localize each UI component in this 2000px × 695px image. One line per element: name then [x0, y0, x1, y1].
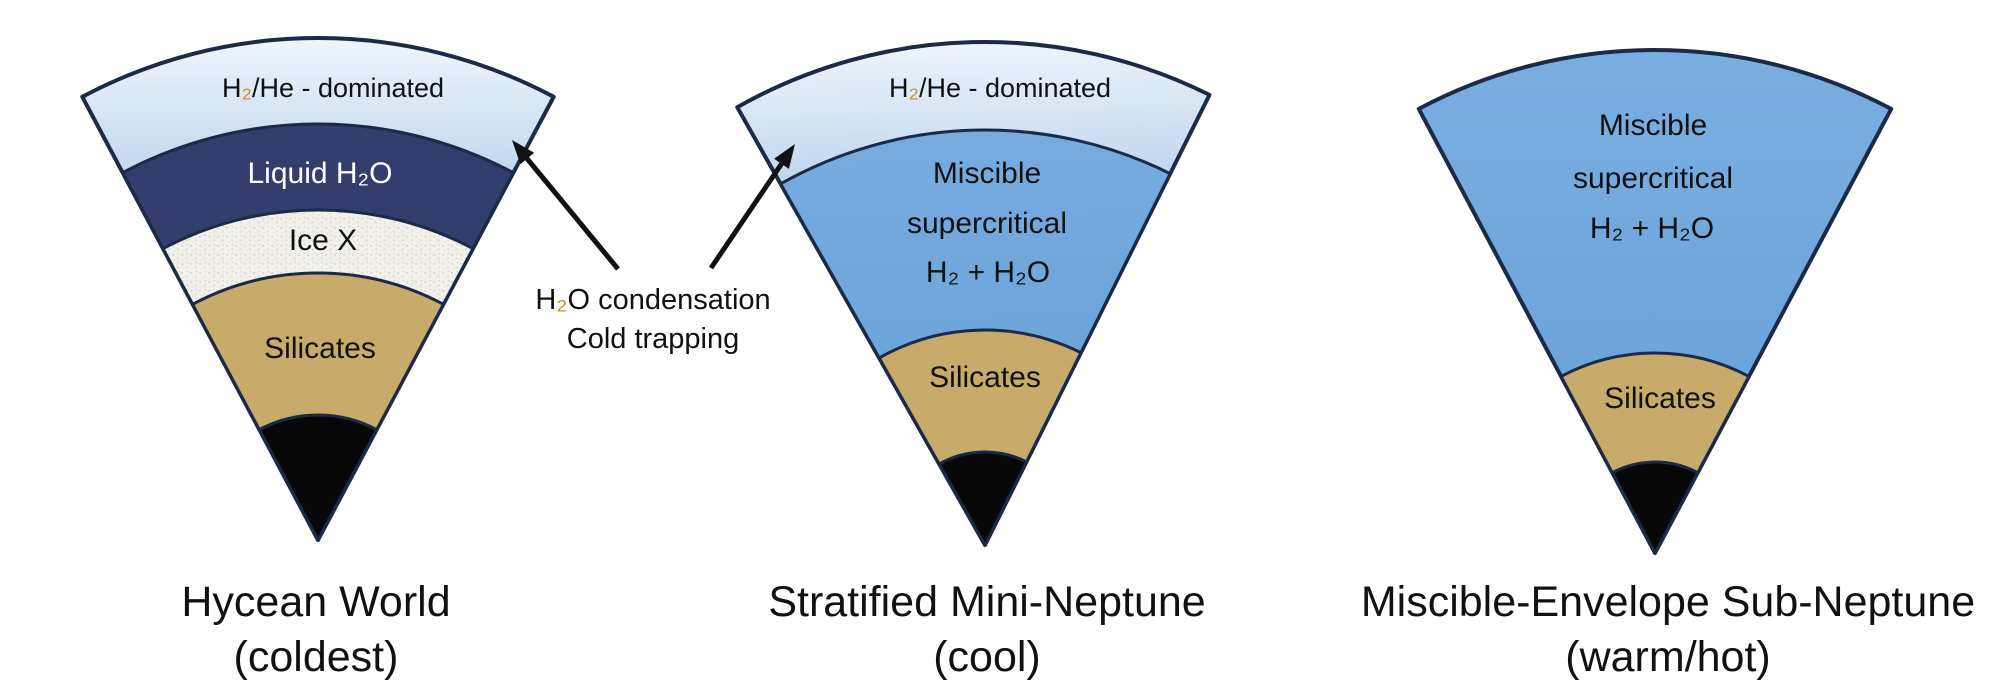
hycean-ocean-label: Liquid H₂O	[247, 157, 392, 190]
hycean-core	[257, 413, 379, 542]
condensation-annotation-line1: H₂O condensation	[535, 284, 770, 316]
hycean-atmosphere-label: H₂/He - dominated	[222, 73, 444, 103]
hycean-ice-label: Ice X	[289, 224, 357, 257]
mini-neptune-atm-prefix: H	[889, 73, 909, 103]
mini-neptune-envelope-label-line2: supercritical	[907, 207, 1067, 240]
right-arrow-line	[708, 162, 784, 270]
sub-neptune-envelope-layer	[1416, 48, 1894, 555]
mini-neptune-silicates-label: Silicates	[929, 361, 1041, 394]
mini-neptune-caption-line1: Stratified Mini-Neptune	[768, 578, 1205, 626]
sub-neptune-envelope-label-line1: Miscible	[1599, 109, 1707, 142]
hycean-caption-line1: Hycean World	[181, 578, 450, 626]
annotation-h: H	[535, 284, 556, 316]
sub-neptune-core	[1610, 460, 1700, 555]
annotation-subscript: ₂	[556, 284, 567, 316]
condensation-arrows	[512, 140, 795, 271]
mini-neptune-wedge	[735, 40, 1212, 547]
hycean-atm-subscript: ₂	[241, 73, 251, 103]
sub-neptune-envelope-label-line3: H₂ + H₂O	[1590, 212, 1714, 245]
mini-neptune-envelope-label-line1: Miscible	[933, 157, 1041, 190]
mini-neptune-atmosphere-label: H₂/He - dominated	[889, 73, 1111, 103]
sub-neptune-caption-line2: (warm/hot)	[1565, 633, 1770, 681]
annotation-rest: O condensation	[568, 284, 771, 316]
right-arrow-head	[774, 144, 795, 169]
mini-neptune-envelope-label-line3: H₂ + H₂O	[926, 256, 1050, 289]
sub-neptune-silicates-layer	[1559, 351, 1751, 555]
left-arrow-head	[512, 140, 535, 165]
hycean-atm-prefix: H	[222, 73, 242, 103]
condensation-annotation-line2: Cold trapping	[567, 323, 740, 355]
sub-neptune-caption-line1: Miscible-Envelope Sub-Neptune	[1361, 578, 1975, 626]
hycean-caption-line2: (coldest)	[234, 633, 399, 681]
hycean-silicates-layer	[191, 271, 445, 542]
sub-neptune-envelope-label-line2: supercritical	[1573, 162, 1733, 195]
mini-neptune-caption-line2: (cool)	[933, 633, 1041, 681]
hycean-silicates-label: Silicates	[264, 332, 376, 365]
sub-neptune-wedge	[1416, 48, 1894, 555]
mini-neptune-atm-subscript: ₂	[908, 73, 918, 103]
mini-neptune-silicates-layer	[877, 328, 1083, 547]
left-arrow-line	[525, 156, 620, 271]
sub-neptune-silicates-label: Silicates	[1604, 382, 1716, 415]
mini-neptune-atm-suffix: /He - dominated	[919, 73, 1111, 103]
mini-neptune-core	[937, 450, 1029, 547]
hycean-atm-suffix: /He - dominated	[252, 73, 444, 103]
hycean-wedge	[80, 36, 556, 542]
